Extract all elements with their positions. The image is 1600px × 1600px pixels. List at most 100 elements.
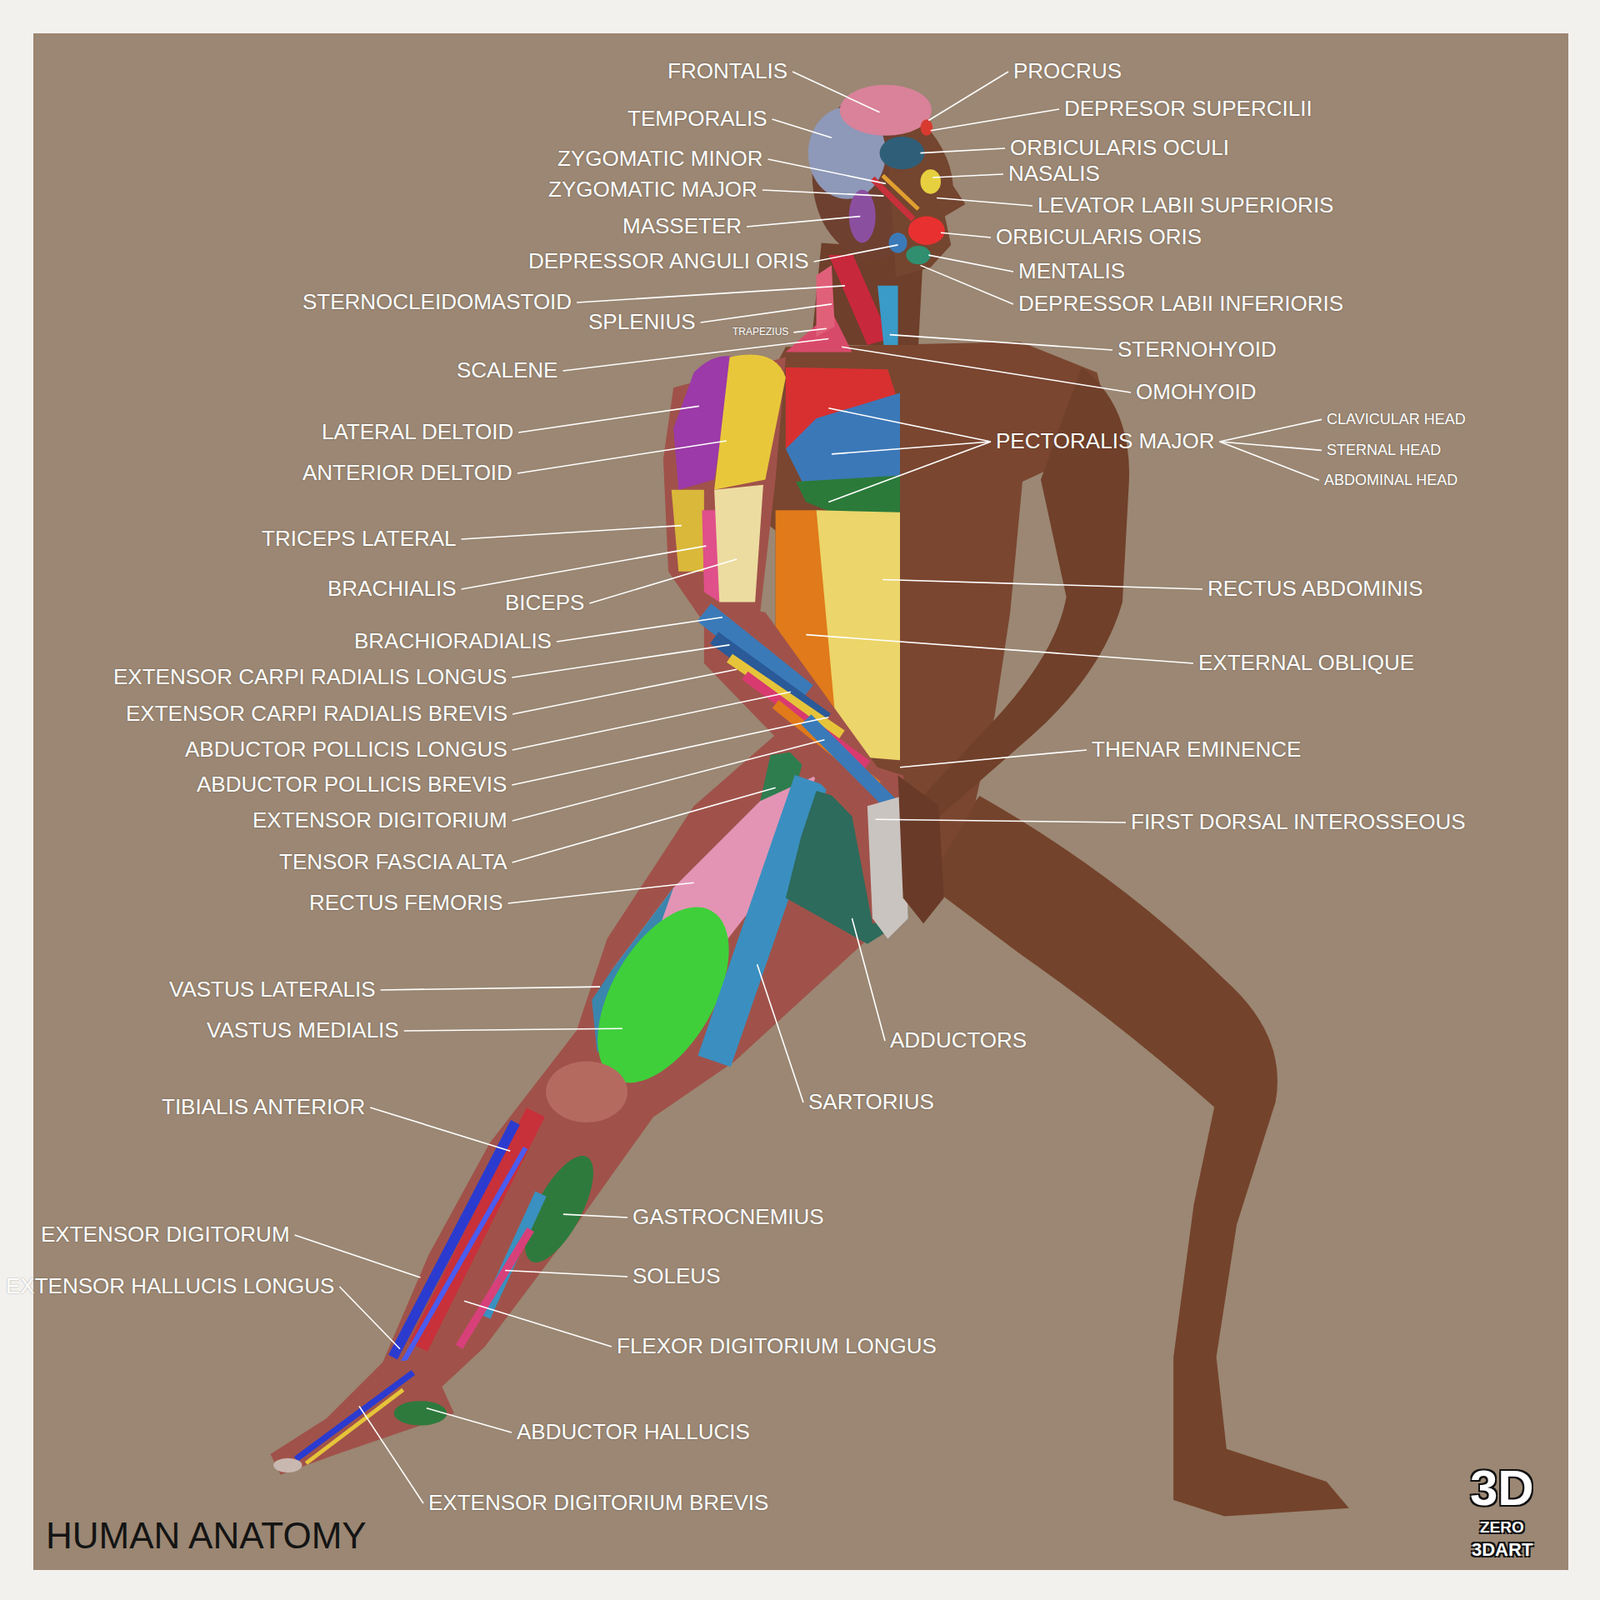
muscle-label: BRACHIALIS [327,576,457,602]
leader-line [768,159,886,184]
leader-line [380,986,600,990]
muscle-label: FRONTALIS [667,59,788,85]
muscle-label: ABDOMINAL HEAD [1324,471,1458,490]
muscle-label: VASTUS MEDIALIS [206,1018,400,1044]
panel-ground [33,33,1569,1570]
leader-line [920,265,1014,305]
leader-line [556,617,723,642]
muscle-shape [785,790,909,945]
leader-line [512,669,737,715]
muscle-label: STERNAL HEAD [1326,441,1441,460]
logo-text: 3D [1470,1459,1535,1517]
muscle-label: FIRST DORSAL INTEROSSEOUS [1130,810,1466,835]
muscle-shape [785,392,900,490]
muscle-label: ORBICULARIS OCULI [1010,135,1230,161]
leader-line [932,174,1004,178]
leader-line [828,441,991,503]
muscle-shape [394,1400,448,1425]
leader-line [464,1300,612,1347]
leader-line [1219,441,1320,480]
muscle-shape [545,1060,628,1122]
leader-line [563,1214,628,1218]
leader-line [882,580,1203,590]
muscle-shape [392,1122,515,1358]
muscle-label: GASTROCNEMIUS [632,1205,825,1230]
muscle-label: NASALIS [1008,161,1100,187]
muscle-label: SPLENIUS [588,310,696,335]
leader-line [851,918,885,1041]
muscle-label: VASTUS LATERALIS [169,977,376,1003]
diagram-title: HUMAN ANATOMY [45,1515,367,1558]
muscle-label: ORBICULARIS ORIS [995,225,1202,250]
muscle-label: TEMPORALIS [627,106,768,132]
muscle-label: EXTERNAL OBLIQUE [1198,650,1415,676]
leader-line [461,525,682,540]
leader-line [940,232,991,238]
leader-line [370,1107,510,1151]
logo-text: ZERO [1480,1518,1525,1537]
muscle-shape [714,355,786,490]
leader-line [295,1235,421,1278]
leader-line [512,691,791,750]
leader-line [936,198,1033,206]
muscle-label: ZYGOMATIC MINOR [557,146,764,172]
muscle-label: EXTENSOR CARPI RADIALIS BREVIS [125,701,508,727]
muscle-label: OMOHYOID [1135,380,1256,405]
muscle-label: FLEXOR DIGITORIUM LONGUS [616,1334,937,1360]
leader-line [700,304,832,323]
leader-line [339,1286,400,1350]
muscle-shape [511,1146,607,1273]
leader-line [814,245,899,262]
leader-line [792,71,880,113]
muscle-label: TENSOR FASCIA ALTA [279,850,508,875]
muscle-label: MENTALIS [1018,259,1125,285]
leader-line [841,346,1131,393]
muscle-label: MASSETER [622,214,742,240]
muscle-shape [920,119,933,136]
leader-line [890,335,1113,350]
muscle-label: RECTUS FEMORIS [309,890,504,916]
leader-line [930,109,1060,131]
leader-line [757,964,804,1103]
muscle-label: ANTERIOR DELTOID [302,460,513,486]
leader-line [461,545,707,590]
leader-line [805,635,1194,664]
muscle-label: SOLEUS [632,1264,721,1290]
muscle-label: TIBIALIS ANTERIOR [161,1095,365,1120]
leader-line [508,882,695,904]
leader-line [900,750,1087,768]
muscle-label: STERNOHYOID [1117,337,1277,363]
leader-line [562,339,829,371]
muscle-shape [880,136,925,170]
muscle-shape [889,232,908,253]
muscle-shape [704,601,899,924]
leader-line [772,119,832,138]
leader-line [746,216,860,227]
muscle-label: LATERAL DELTOID [321,420,514,445]
muscle-shape [918,795,1350,1516]
leader-line [404,1028,623,1031]
leader-line [512,787,776,863]
muscle-label: EXTENSOR HALLUCIS LONGUS [5,1274,335,1300]
leader-line [831,441,991,455]
muscle-label: RECTUS ABDOMINIS [1207,576,1424,602]
muscle-label: EXTENSOR CARPI RADIALIS LONGUS [113,665,507,690]
leader-line [875,819,1126,823]
muscle-label: ABDUCTOR POLLICIS BREVIS [196,772,507,798]
leader-line [589,559,737,604]
leader-line [505,1270,628,1276]
muscle-label: PROCRUS [1013,59,1122,85]
muscle-shape [898,775,945,925]
muscle-label: EXTENSOR DIGITORIUM BREVIS [428,1490,769,1516]
muscle-shape [714,780,811,1062]
muscle-shape [305,1390,403,1464]
leader-line [828,408,991,442]
muscle-label: SCALENE [456,358,558,384]
muscle-label: ZYGOMATIC MAJOR [548,177,758,203]
leader-line [1219,419,1322,442]
leader-line [920,148,1005,154]
leader-line [793,328,826,333]
